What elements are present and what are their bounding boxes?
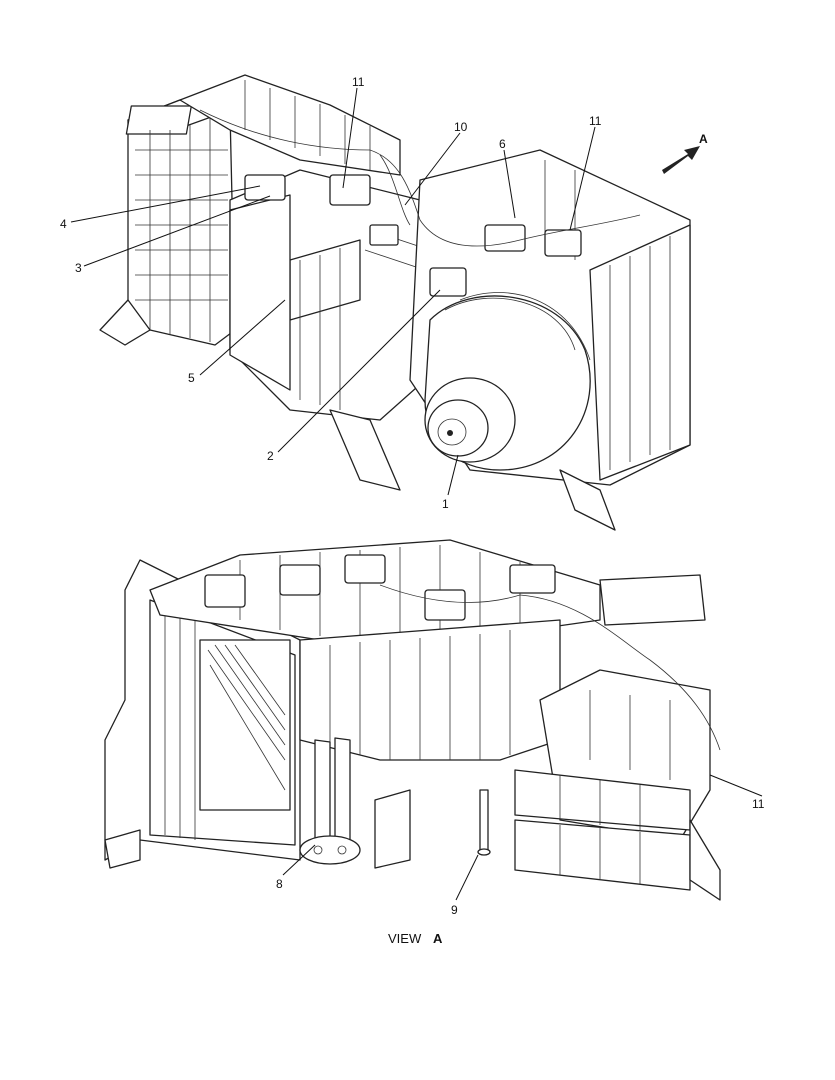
view-a-caption: VIEW A: [388, 931, 443, 946]
callout-6: 6: [499, 137, 506, 151]
view-a-letter: A: [699, 132, 708, 146]
callout-4: 4: [60, 217, 67, 231]
callout-11-lower: 11: [752, 797, 765, 811]
right-ducts-view-a: [514, 574, 721, 901]
central-case-view-a: [299, 619, 561, 869]
upper-duct-top: [179, 74, 401, 176]
callout-1: 1: [442, 497, 449, 511]
blower-frame-view-a: [104, 559, 301, 869]
callout-11-right: 11: [589, 114, 602, 128]
callout-10: 10: [454, 120, 468, 134]
caption-view-letter: A: [433, 931, 443, 946]
actuators-top: [244, 174, 582, 297]
callout-9: 9: [451, 903, 458, 917]
wire-harness-view-a: [379, 584, 721, 751]
upper-ridge-view-a: [149, 539, 601, 641]
drain-tube-view-a: [477, 789, 491, 856]
bottom-hvac-assembly-view-a: 11 8 9: [104, 539, 765, 917]
view-a-arrow: A: [662, 132, 708, 174]
wire-harness-top: [199, 109, 641, 247]
caption-view-word: VIEW: [388, 931, 422, 946]
callout-3: 3: [75, 261, 82, 275]
actuators-view-a: [204, 554, 556, 621]
callout-11-top: 11: [352, 75, 365, 89]
callout-8: 8: [276, 877, 283, 891]
blower-motor-top: [424, 377, 516, 463]
callout-2: 2: [267, 449, 274, 463]
top-hvac-assembly: A 11 10 6 11 4 3 5 2 1: [60, 74, 708, 531]
evaporator-case-top: [99, 99, 236, 346]
central-case-top: [229, 169, 471, 491]
heater-pipes-view-a: [299, 737, 361, 865]
callout-5: 5: [188, 371, 195, 385]
